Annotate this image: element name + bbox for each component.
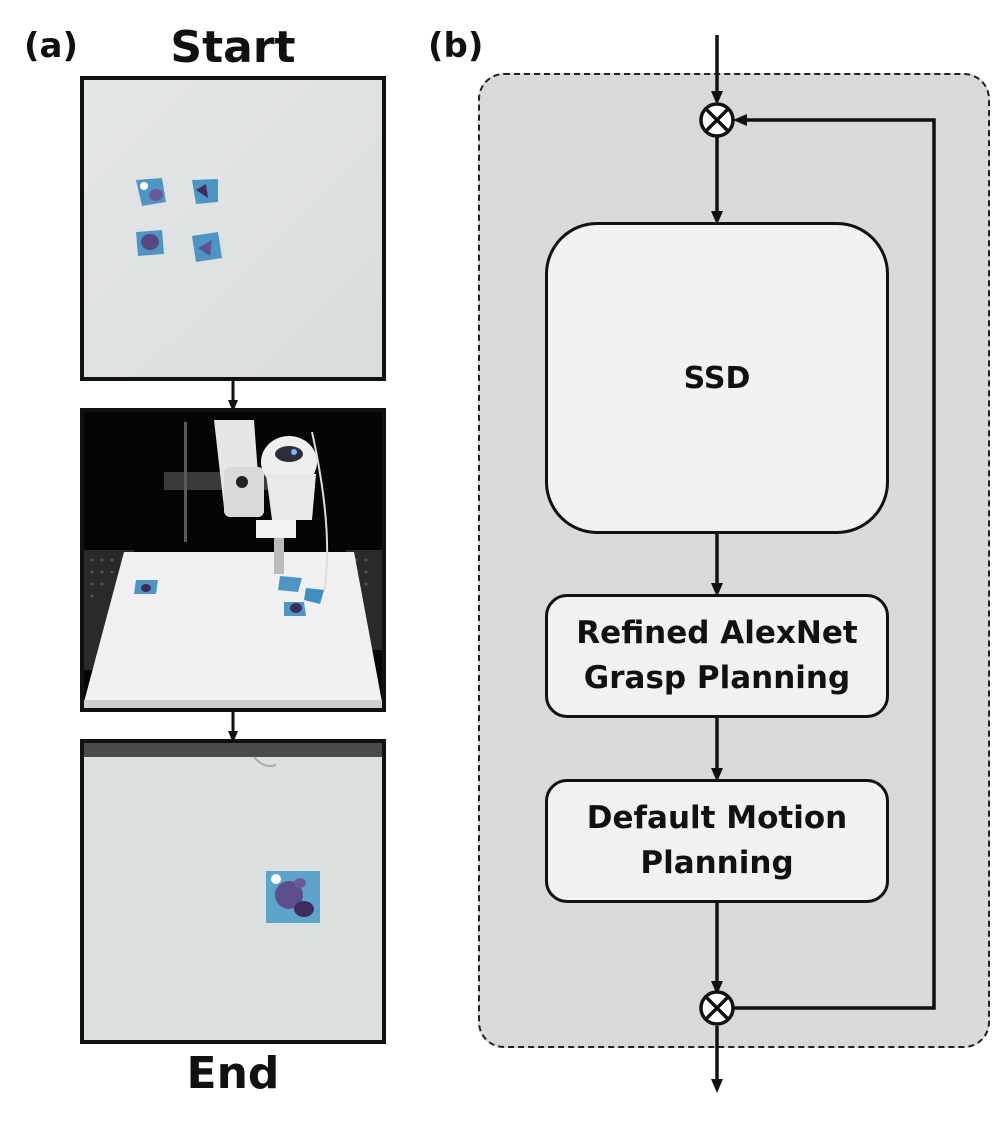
panel-b-label: (b) <box>428 26 484 66</box>
puzzle-piece <box>136 230 164 256</box>
puzzle-piece <box>192 232 222 262</box>
ssd-block: SSD <box>545 222 889 534</box>
end-title: End <box>186 1048 280 1099</box>
puzzle-piece <box>266 871 320 923</box>
grasp-planning-block: Refined AlexNet Grasp Planning <box>545 594 889 718</box>
motion-planning-block: Default Motion Planning <box>545 779 889 903</box>
puzzle-piece <box>192 179 218 204</box>
panel-a-label: (a) <box>24 26 79 66</box>
start-title: Start <box>170 22 296 73</box>
end-photo <box>80 739 386 1044</box>
start-photo <box>80 76 386 381</box>
puzzle-piece <box>136 178 166 206</box>
robot-photo <box>80 408 386 712</box>
